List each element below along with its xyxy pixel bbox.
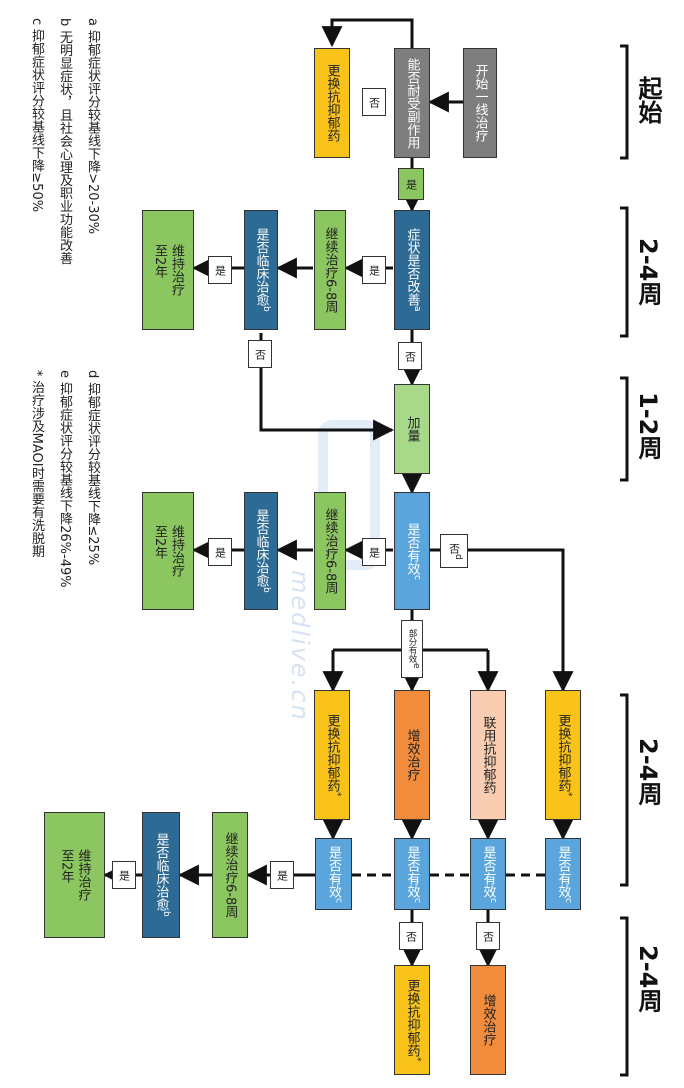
switch-antidepressant: 更换抗抑郁药* [394,965,430,1075]
effectiveness-check: 是否有效c [470,838,506,910]
clinical-cure-check: 是否临床治愈b [244,210,278,330]
switch-antidepressant: 更换抗抑郁药 [314,48,350,158]
phase-label-2-4-weeks: 2-4周 [634,945,662,1013]
phase-label-1-2-weeks: 1-2周 [634,392,662,460]
footnote-b: b 无明显症状，且社会心理及职业功能改善 [57,18,72,265]
label-yes: 是 [362,538,386,566]
combine-antidepressants: 联用抗抑郁药 [470,690,506,820]
label-yes: 是 [362,256,386,284]
switch-antidepressant: 更换抗抑郁药* [314,690,350,820]
continue-treatment-6-8-weeks: 继续治疗6-8周 [314,492,346,610]
label-yes: 是 [208,538,232,566]
label-partial-effective: 部分有效e [401,620,423,678]
phase-label-start: 起始 [634,76,662,124]
footnote-c: c 抑郁症状评分较基线下降≥50% [29,18,44,213]
footnote-star: * 治疗涉及MAOI时需要有洗脱期 [29,370,44,558]
maintenance-treatment: 维持治疗至2年 [142,210,194,330]
augmentation-therapy: 增效治疗 [394,690,430,820]
phase-label-2-4-weeks: 2-4周 [634,238,662,306]
footnote-e: e 抑郁症状评分较基线下降26%-49% [57,370,72,588]
continue-treatment-6-8-weeks: 继续治疗6-8周 [212,812,248,938]
effectiveness-check: 是否有效c [545,838,581,910]
label-no: 否 [476,922,500,950]
label-no: 否 [399,922,423,950]
increase-dose: 加量 [394,384,430,474]
switch-antidepressant: 更换抗抑郁药* [545,690,581,820]
label-yes: 是 [270,861,294,889]
effectiveness-check: 是否有效c [394,838,430,910]
phase-label-2-4-weeks: 2-4周 [634,738,662,806]
effectiveness-check: 是否有效c [394,492,430,610]
start-first-line-treatment: 开始一线治疗 [463,48,497,158]
continue-treatment-6-8-weeks: 继续治疗6-8周 [314,210,346,330]
maintenance-treatment: 维持治疗至2年 [44,812,105,938]
label-no: 否 [398,342,422,370]
maintenance-treatment: 维持治疗至2年 [142,492,194,610]
label-yes: 是 [112,861,136,889]
label-no: 否 [362,88,386,116]
label-no-d: 否d [440,534,468,568]
effectiveness-check: 是否有效c [315,838,352,910]
watermark-text: medlive.cn [286,570,314,722]
label-no: 否 [248,340,272,368]
label-yes: 是 [398,168,424,200]
footnote-d: d 抑郁症状评分较基线下降≤25% [85,370,100,566]
tolerate-side-effects: 能否耐受副作用 [394,48,430,158]
label-yes: 是 [208,256,232,284]
clinical-cure-check: 是否临床治愈b [244,492,278,610]
footnote-a: a 抑郁症状评分较基线下降>20-30% [85,18,100,235]
clinical-cure-check: 是否临床治愈b [142,812,180,938]
augmentation-therapy: 增效治疗 [470,965,506,1075]
symptom-improvement-check: 症状是否改善a [394,210,430,330]
